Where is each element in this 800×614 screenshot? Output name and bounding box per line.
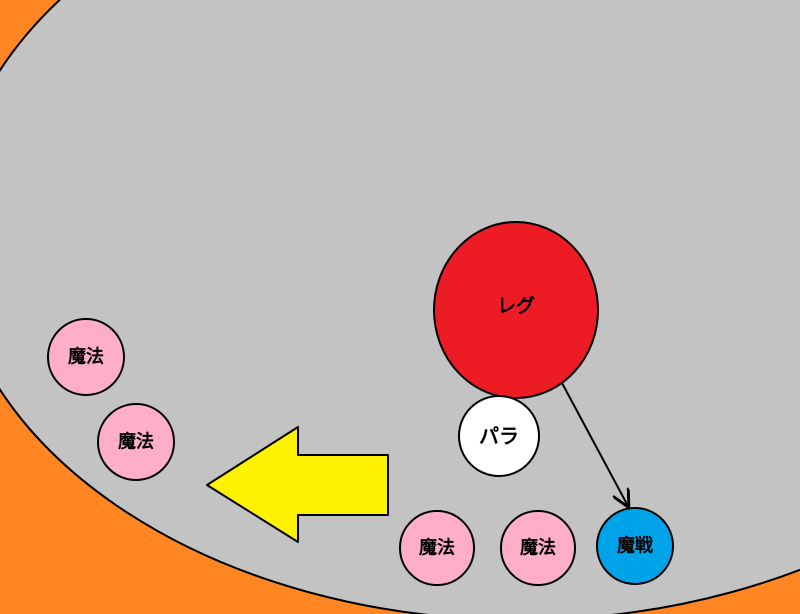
mage-label-3: 魔法	[419, 537, 455, 559]
mage-label-4: 魔法	[520, 537, 556, 559]
mage-label-2: 魔法	[118, 431, 154, 453]
target-arrow-icon	[561, 382, 628, 506]
mage-unit-1: 魔法	[47, 318, 125, 396]
move-left-arrow-icon	[206, 426, 389, 543]
leg-label: レグ	[497, 294, 535, 317]
mage-unit-4: 魔法	[500, 510, 576, 586]
mage-label-1: 魔法	[68, 346, 104, 368]
magic-knight-unit: 魔戦	[596, 507, 674, 585]
paladin-unit: パラ	[458, 395, 540, 477]
mage-unit-2: 魔法	[97, 403, 175, 481]
paladin-label: パラ	[479, 424, 519, 448]
leg-unit: レグ	[433, 221, 599, 399]
magic-knight-label: 魔戦	[617, 535, 654, 557]
mage-unit-3: 魔法	[399, 510, 475, 586]
